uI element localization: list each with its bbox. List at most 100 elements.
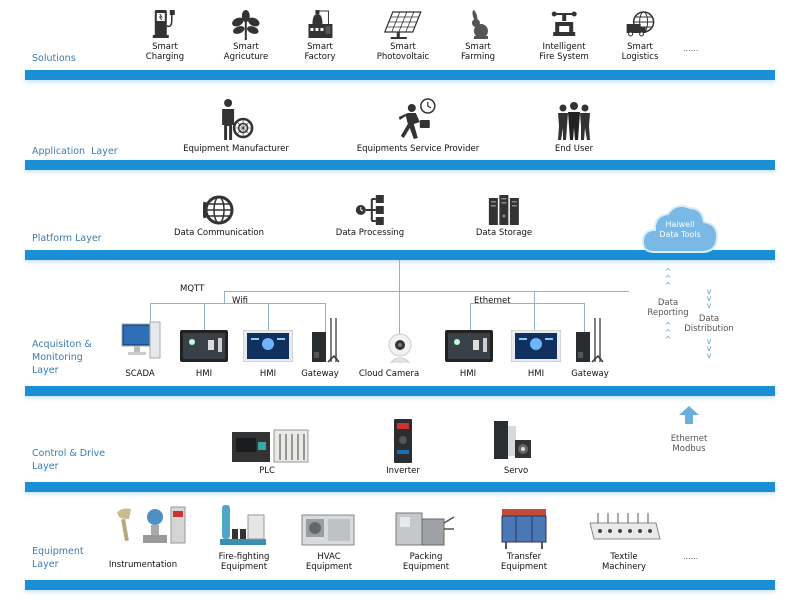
device-cloud-camera[interactable] — [385, 332, 415, 368]
layer-label-platform: Platform Layer — [32, 233, 102, 244]
label-line: Equipment — [32, 546, 84, 557]
platform-data-processing: Data Processing — [336, 194, 404, 238]
ethernet-label: Ethernet — [474, 296, 511, 306]
layer-label-equipment: Equipment Layer — [32, 545, 84, 571]
ethernet-drop-gateway — [584, 303, 585, 333]
item-label-line2: Photovoltaic — [376, 52, 430, 62]
control-servo[interactable] — [493, 420, 533, 466]
hmi-panel-light-icon — [242, 329, 294, 363]
label-line: Control & Drive — [32, 448, 106, 459]
instrumentation-icon — [117, 506, 186, 544]
wifi-label: Wifi — [232, 296, 248, 306]
hmi-panel-light-icon — [510, 329, 562, 363]
layer-label-control: Control & Drive Layer — [32, 447, 105, 473]
device-label-hmi-2: HMI — [259, 369, 277, 379]
solution-smart-farming: Smart Farming — [461, 10, 495, 62]
item-label-line2: Charging — [145, 52, 185, 62]
item-label: End User — [554, 144, 594, 154]
gateway-icon — [576, 318, 604, 363]
equipment-label-fire-fighting: Fire-fighting Equipment — [219, 552, 270, 572]
solution-smart-photovoltaic: Smart Photovoltaic — [377, 10, 429, 62]
up-arrow-icon — [679, 406, 699, 424]
ethernet-drop — [534, 291, 535, 333]
device-hmi-2[interactable] — [242, 329, 294, 366]
more-solutions-ellipsis: ...... — [683, 44, 699, 53]
cloud-label: Haiwell Data Tools — [640, 220, 720, 240]
item-label-line2: Factory — [304, 52, 336, 62]
solution-smart-agriculture: Smart Agricuture — [224, 10, 268, 62]
item-label-line1: Smart — [390, 42, 416, 52]
equipment-label-hvac: HVAC Equipment — [306, 552, 352, 572]
application-end-user: End User — [554, 100, 594, 154]
protocol-line1: Ethernet — [670, 434, 708, 444]
more-equipment-ellipsis: ...... — [683, 552, 699, 561]
item-label-line1: Packing — [409, 552, 443, 562]
equipment-packing[interactable] — [392, 509, 456, 555]
item-label-line1: Smart — [233, 42, 259, 52]
ethernet-drop-hmi1 — [470, 303, 471, 333]
platform-platform — [25, 212, 775, 260]
solutions-platform — [25, 30, 775, 80]
label-line: Monitoring — [32, 352, 83, 363]
item-label-line2: Machinery — [601, 562, 647, 572]
layer-label-application: Application Layer — [32, 146, 118, 157]
item-label-line2: Fire System — [539, 52, 589, 62]
up-chevrons-top: ^^^ — [664, 267, 672, 290]
control-label-servo: Servo — [503, 466, 529, 476]
equipment-textile[interactable] — [586, 509, 662, 551]
ethernet-bus — [470, 303, 584, 304]
label-line: Layer — [32, 461, 59, 472]
equipment-transfer[interactable] — [500, 507, 548, 555]
control-inverter[interactable] — [393, 418, 413, 468]
item-label-line1: Smart — [307, 42, 333, 52]
device-gateway-2[interactable] — [574, 316, 604, 368]
manufacturer-person-icon — [221, 99, 254, 140]
device-hmi-1[interactable] — [180, 330, 228, 366]
equipment-label-packing: Packing Equipment — [403, 552, 449, 572]
hmi-panel-dark-icon — [445, 330, 493, 362]
transfer-equipment-icon — [501, 509, 547, 549]
service-provider-icon — [398, 98, 436, 139]
platform-data-storage: Data Storage — [476, 194, 532, 238]
equipment-hvac[interactable] — [300, 511, 356, 551]
item-label-line1: Intelligent — [542, 42, 586, 52]
device-scada[interactable] — [120, 318, 164, 366]
wifi-drop-hmi2 — [268, 303, 269, 333]
mqtt-bus — [224, 291, 629, 292]
up-chevrons-bottom: ^^^ — [664, 321, 672, 344]
label-line: Acquisiton & — [32, 339, 92, 350]
control-drive-layer: Control & Drive Layer PLC Inverter Servo… — [0, 400, 800, 495]
equipment-label-transfer: Transfer Equipment — [501, 552, 547, 572]
item-label-line2: Farming — [460, 52, 496, 62]
fire-valve-icon — [551, 11, 577, 36]
solution-intelligent-fire-system: Intelligent Fire System — [539, 10, 589, 62]
item-label-line2: Equipment — [402, 562, 450, 572]
haiwell-data-tools-cloud[interactable]: Haiwell Data Tools — [640, 198, 720, 256]
solution-smart-logistics: Smart Logistics — [622, 10, 658, 62]
device-hmi-4[interactable] — [510, 329, 562, 366]
servo-icon — [494, 421, 531, 459]
data-reporting-line2: Reporting — [647, 308, 689, 318]
cloud-label-line1: Haiwell — [665, 220, 695, 229]
solutions-layer: Solutions Smart Charging Smart Agricutur… — [0, 0, 800, 90]
equipment-platform — [25, 535, 775, 590]
control-plc[interactable] — [230, 428, 310, 468]
device-gateway-1[interactable] — [310, 316, 340, 368]
control-label-inverter: Inverter — [386, 466, 420, 476]
label-line: Layer — [32, 365, 59, 376]
control-label-plc: PLC — [259, 466, 275, 476]
device-hmi-3[interactable] — [445, 330, 493, 366]
item-label-line2: Equipment — [220, 562, 268, 572]
platform-bar — [25, 580, 775, 590]
device-label-gateway-2: Gateway — [571, 369, 609, 379]
application-equipments-service-provider: Equipments Service Provider — [357, 98, 479, 154]
equipment-instrumentation[interactable] — [115, 505, 187, 551]
equipment-fire-fighting[interactable] — [218, 503, 268, 551]
item-label-line2: Agricuture — [223, 52, 269, 62]
application-equipment-manufacturer: Equipment Manufacturer — [183, 98, 289, 154]
camera-icon — [388, 333, 412, 363]
wifi-drop-gateway — [325, 303, 326, 333]
data-distribution-label: Data Distribution — [684, 314, 734, 334]
